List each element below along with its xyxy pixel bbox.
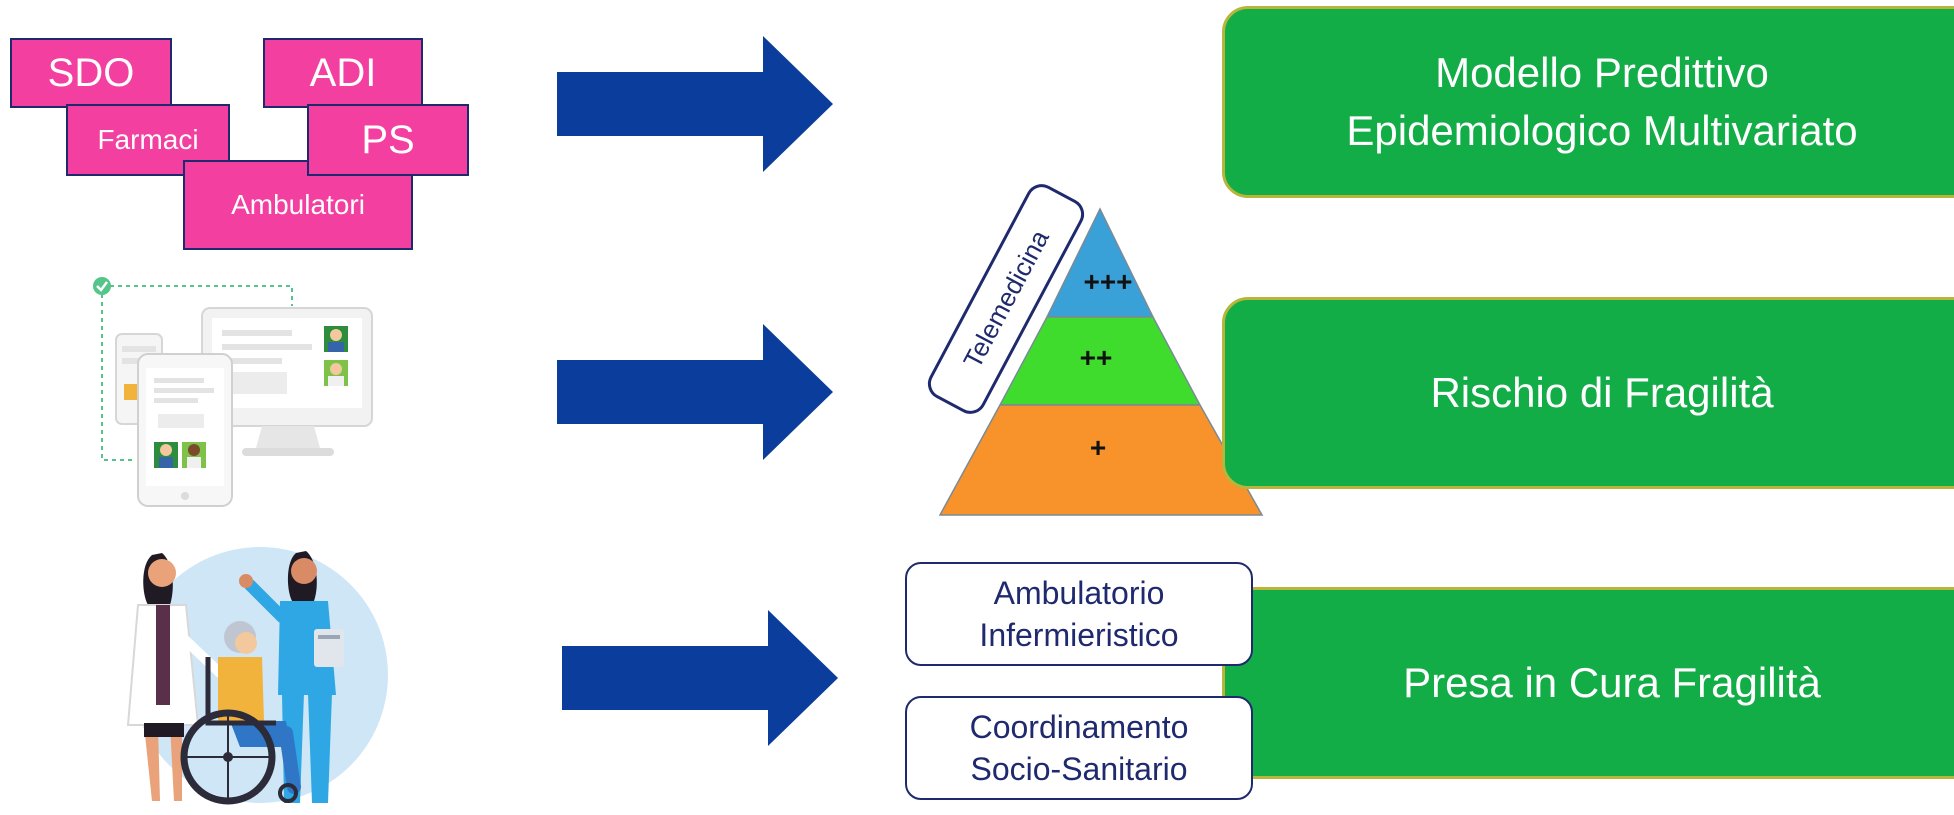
outcome-box-predictive-model: Modello Predittivo Epidemiologico Multiv… [1222, 6, 1954, 198]
outcome-risk-label: Rischio di Fragilità [1430, 369, 1774, 416]
pyramid-label-medium: ++ [1079, 342, 1113, 373]
pyramid-label-low: + [1089, 432, 1107, 463]
service-box-nursing-clinic: Ambulatorio Infermieristico [905, 562, 1253, 666]
source-label-adi: ADI [309, 50, 377, 95]
arrow-row-3 [562, 610, 838, 746]
source-box-farmaci: Farmaci [66, 104, 230, 176]
outcome-box-frailty-care: Presa in Cura Fragilità [1222, 587, 1954, 779]
outcome-care-label: Presa in Cura Fragilità [1403, 659, 1821, 706]
source-label-ambulatori: Ambulatori [231, 189, 365, 220]
pyramid-label-high: +++ [1083, 266, 1133, 297]
telemedicine-devices-illustration [93, 277, 373, 507]
service-nursing-line-2: Infermieristico [979, 617, 1179, 653]
source-box-adi: ADI [263, 38, 423, 108]
source-label-farmaci: Farmaci [97, 124, 199, 155]
service-coordination-line-1: Coordinamento [969, 709, 1189, 745]
service-nursing-line-1: Ambulatorio [993, 575, 1165, 611]
pyramid-level-low [938, 404, 1264, 516]
outcome-box-frailty-risk: Rischio di Fragilità [1222, 297, 1954, 489]
source-label-ps: PS [361, 117, 415, 162]
risk-pyramid [938, 207, 1264, 516]
source-label-sdo: SDO [47, 50, 135, 95]
service-coordination-line-2: Socio-Sanitario [970, 751, 1188, 787]
source-box-ambulatori: Ambulatori [183, 160, 413, 250]
caregivers-wheelchair-illustration [126, 547, 388, 805]
source-box-ps: PS [307, 104, 469, 176]
service-box-coordination: Coordinamento Socio-Sanitario [905, 696, 1253, 800]
arrow-row-2 [557, 324, 833, 460]
arrow-row-1 [557, 36, 833, 172]
outcome-model-line-2: Epidemiologico Multivariato [1346, 107, 1858, 154]
source-box-sdo: SDO [10, 38, 172, 108]
outcome-model-line-1: Modello Predittivo [1435, 49, 1769, 96]
